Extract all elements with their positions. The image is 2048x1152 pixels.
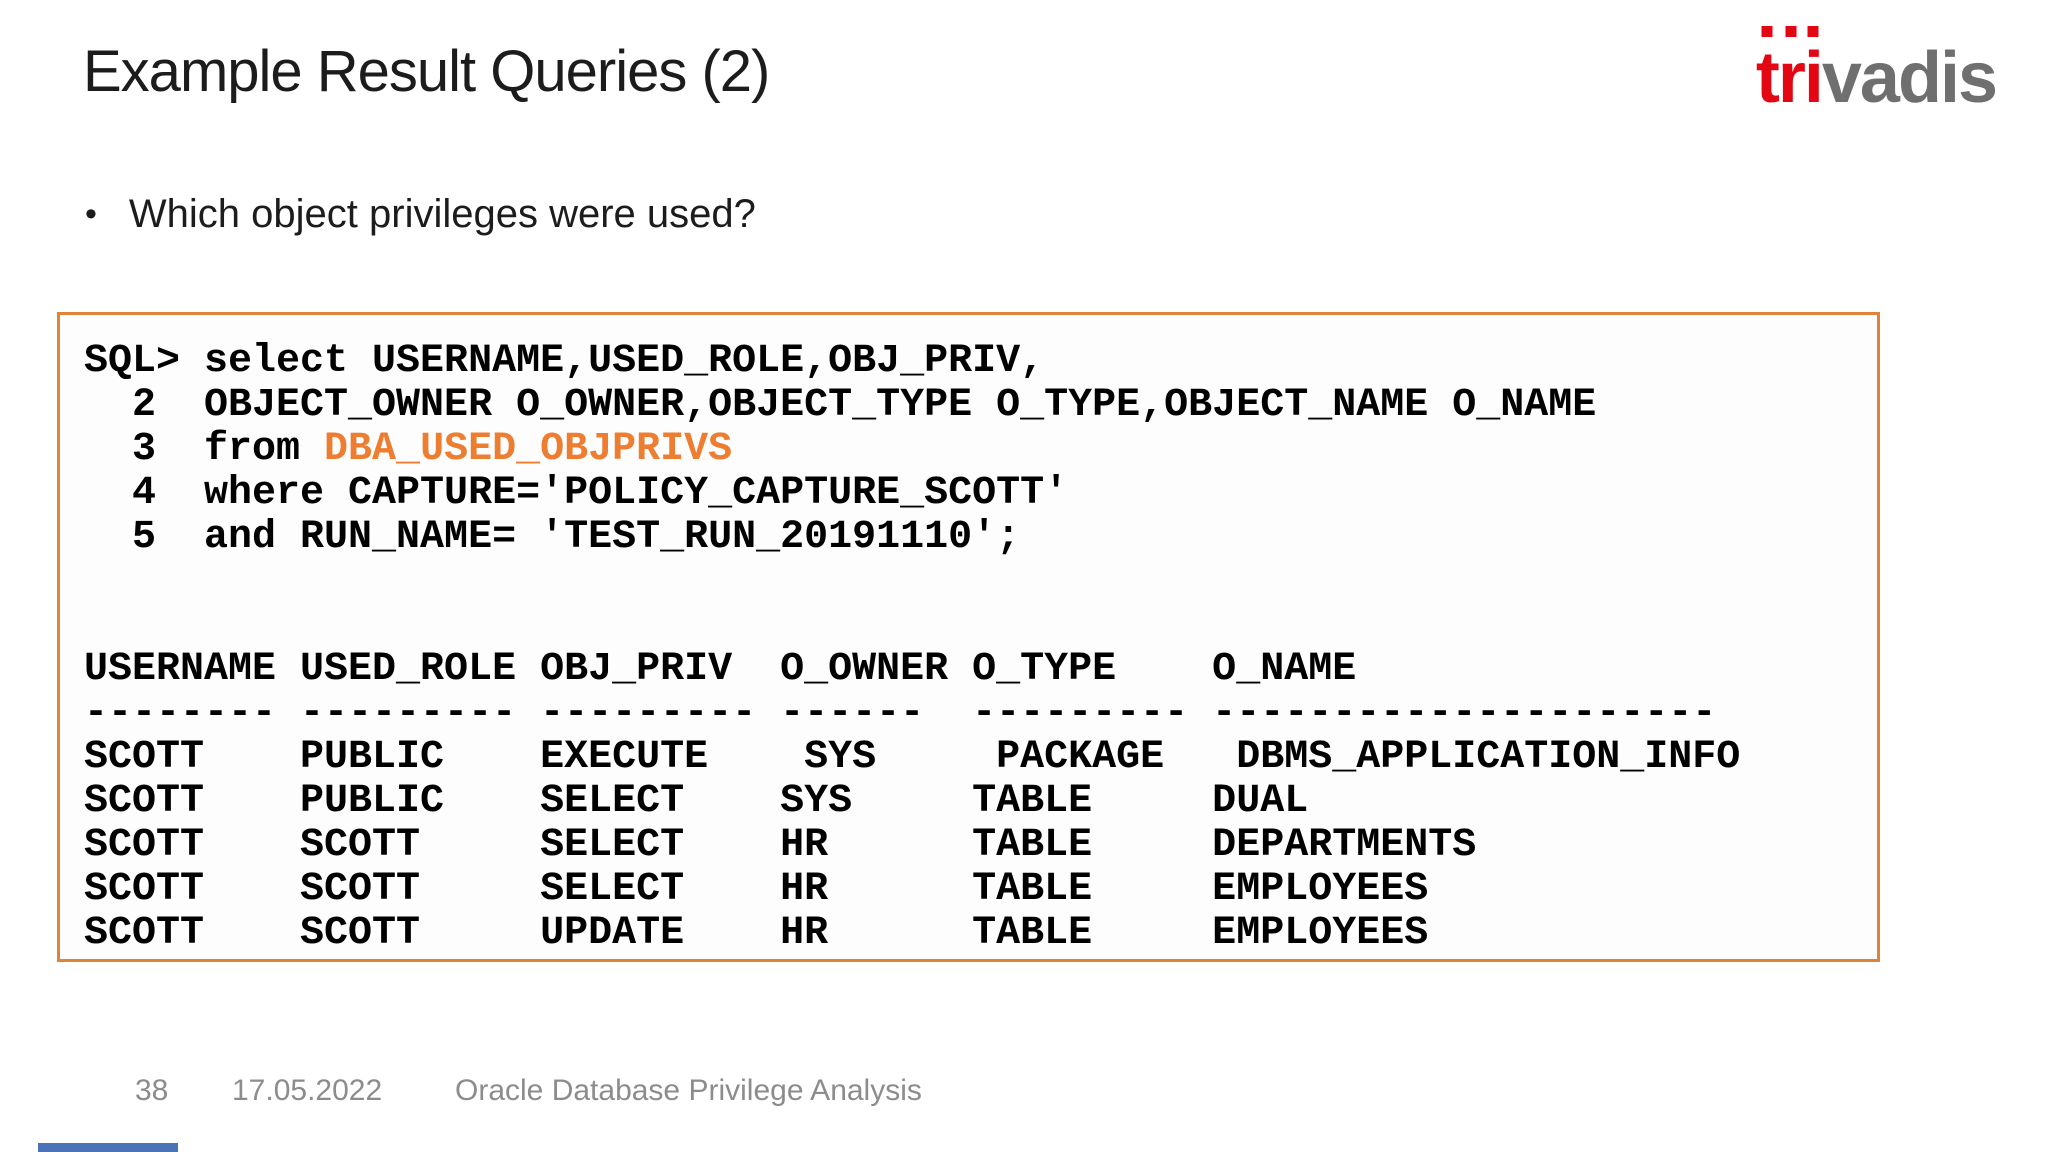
result-row: SCOTT PUBLIC EXECUTE SYS PACKAGE DBMS_AP… [84,735,1741,780]
blank-line [84,560,1877,604]
result-row: SCOTT SCOTT UPDATE HR TABLE EMPLOYEES [84,911,1429,956]
footer-presentation-title: Oracle Database Privilege Analysis [455,1074,922,1107]
logo-letter-r: r [1778,18,1806,114]
slide-footer: 38 17.05.2022 Oracle Database Privilege … [0,1074,2048,1114]
logo-letter-i: i [1804,18,1824,114]
sql-line-4: 4 where CAPTURE='POLICY_CAPTURE_SCOTT' [84,471,1069,516]
sql-line-5: 5 and RUN_NAME= 'TEST_RUN_20191110'; [84,515,1021,560]
trivadis-logo: t r i vadis [1756,18,1998,118]
bullet-item: • Which object privileges were used? [85,192,756,237]
sql-line-3-highlighted-view-name: DBA_USED_OBJPRIVS [324,427,733,472]
logo-letter-t: t [1756,18,1780,114]
sql-line-3: 3 from DBA_USED_OBJPRIVS [84,428,1877,472]
bullet-text: Which object privileges were used? [128,192,756,236]
result-separator-line: -------- --------- --------- ------ ----… [84,691,1717,736]
result-header-line: USERNAME USED_ROLE OBJ_PRIV O_OWNER O_TY… [84,647,1357,692]
logo-text-vadis: vadis [1821,38,1998,118]
blank-line [84,604,1877,648]
result-row: SCOTT SCOTT SELECT HR TABLE EMPLOYEES [84,867,1429,912]
bullet-icon: • [85,195,97,233]
sql-line-1: SQL> select USERNAME,USED_ROLE,OBJ_PRIV, [84,339,1045,384]
result-row: SCOTT PUBLIC SELECT SYS TABLE DUAL [84,779,1309,824]
result-row: SCOTT SCOTT SELECT HR TABLE DEPARTMENTS [84,823,1477,868]
sql-line-3-prefix: 3 from [84,427,325,472]
page-title: Example Result Queries (2) [83,39,770,104]
page-number: 38 [135,1074,169,1107]
slide-progress-bar [38,1143,178,1152]
footer-date: 17.05.2022 [232,1074,383,1107]
sql-line-2: 2 OBJECT_OWNER O_OWNER,OBJECT_TYPE O_TYP… [84,383,1597,428]
sql-terminal-box: SQL> select USERNAME,USED_ROLE,OBJ_PRIV,… [57,312,1880,962]
